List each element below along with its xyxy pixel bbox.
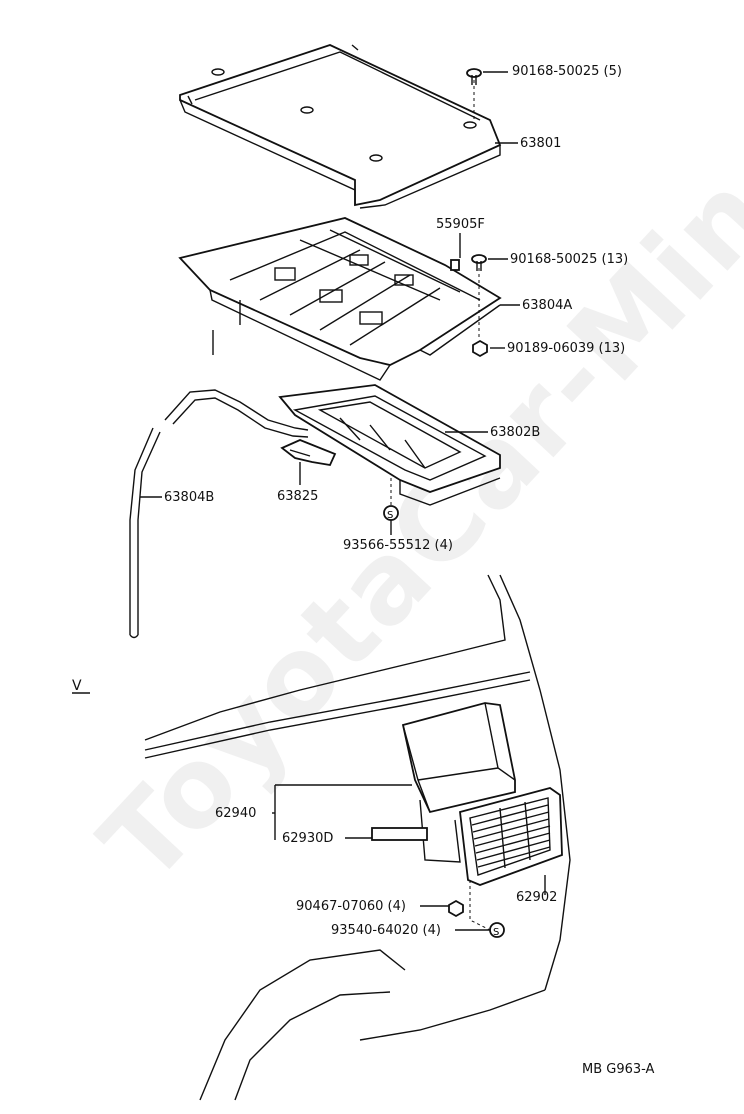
screw-90168-b — [471, 254, 487, 271]
figure-code: MB G963-A — [582, 1062, 655, 1077]
frame-63804A — [178, 217, 502, 381]
hose-63804B — [129, 389, 309, 639]
label-90189-06039-13: 90189-06039 (13) — [507, 341, 626, 356]
roof-cover-63801 — [179, 44, 502, 209]
svg-text:S: S — [387, 510, 393, 521]
label-90168-50025-13: 90168-50025 (13) — [510, 252, 629, 267]
svg-text:S: S — [493, 927, 499, 938]
clip-63825 — [280, 439, 337, 467]
label-63825: 63825 — [277, 489, 319, 504]
leader-lines — [72, 71, 546, 931]
screw-93566: S — [383, 505, 399, 521]
label-62930D: 62930D — [282, 831, 334, 846]
label-55905F: 55905F — [436, 217, 485, 232]
vent-duct-62940 — [401, 702, 516, 863]
strip-62930D — [371, 827, 428, 841]
section-mark: V — [72, 678, 82, 694]
lamp-housing-63802B — [278, 384, 501, 506]
label-93566-55512: 93566-55512 (4) — [343, 538, 453, 553]
label-93540-64020: 93540-64020 (4) — [331, 923, 441, 938]
label-62902: 62902 — [516, 890, 558, 905]
label-62940: 62940 — [215, 806, 257, 821]
screw-90168-a — [466, 68, 482, 85]
screw-93540: S — [489, 922, 505, 938]
vent-grille-62902 — [459, 787, 563, 886]
label-63804A: 63804A — [522, 298, 573, 313]
nut-90189 — [472, 339, 488, 358]
nut-90467 — [448, 899, 464, 918]
clip-55905F — [450, 259, 460, 271]
vehicle-body-outline — [144, 574, 571, 1101]
label-90467-07060: 90467-07060 (4) — [296, 899, 406, 914]
label-90168-50025-5: 90168-50025 (5) — [512, 64, 622, 79]
label-63804B: 63804B — [164, 490, 215, 505]
label-63801: 63801 — [520, 136, 562, 151]
label-63802B: 63802B — [490, 425, 541, 440]
